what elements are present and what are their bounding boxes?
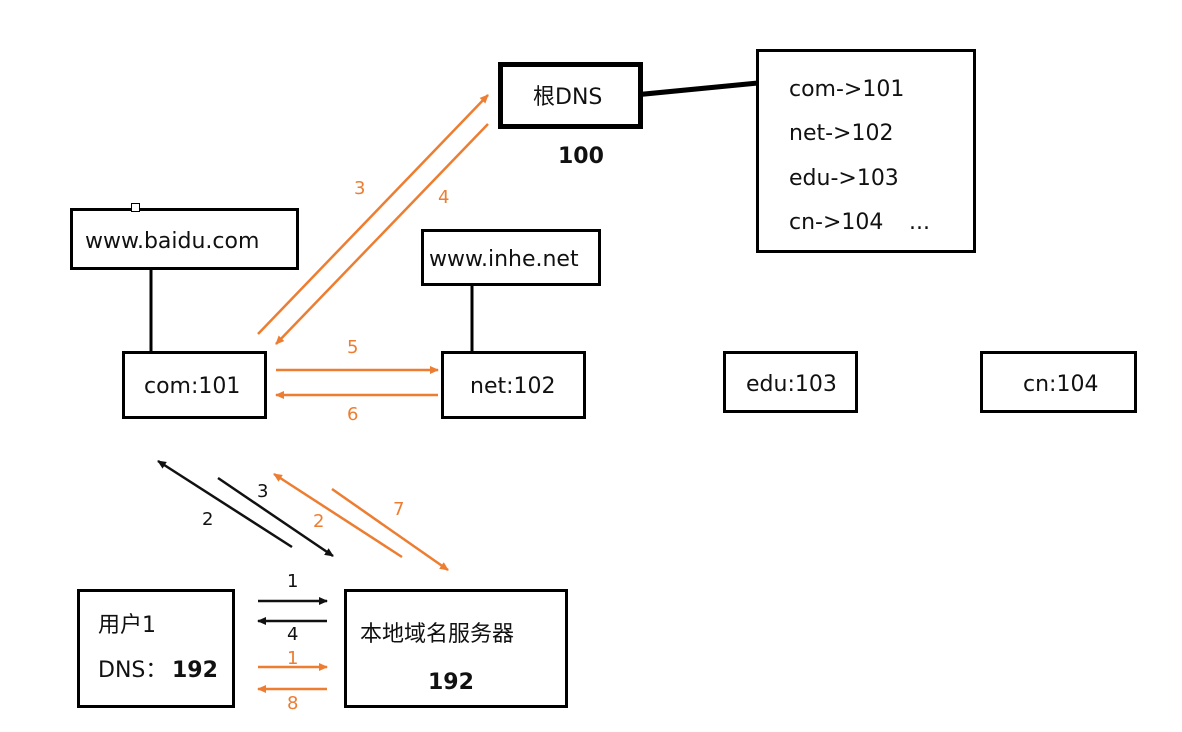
- step-label-black-4: 4: [287, 624, 299, 645]
- com-server-label: com:101: [144, 374, 241, 399]
- step-label-black-1: 1: [287, 571, 299, 592]
- user-dns-label: DNS：: [98, 658, 168, 683]
- root-to-table-line: [623, 80, 759, 99]
- mapping-more: ...: [909, 210, 930, 235]
- mapping-row-cn: cn->104: [789, 210, 884, 235]
- local-dns-label: 本地域名服务器: [360, 622, 515, 647]
- edu-server-box: edu:103: [723, 351, 858, 413]
- baidu-host-box: www.baidu.com: [70, 208, 299, 270]
- root-mapping-table: com->101 net->102 edu->103 cn->104 ...: [756, 49, 976, 253]
- mapping-row-com: com->101: [789, 77, 905, 102]
- net-server-box: net:102: [441, 351, 586, 419]
- step-label-black-2: 2: [202, 509, 214, 530]
- step-label-orange-7: 7: [393, 499, 405, 520]
- user-dns-value: 192: [172, 658, 218, 683]
- inhe-host-label: www.inhe.net: [429, 247, 579, 272]
- step-label-orange-1: 1: [287, 648, 299, 669]
- root-dns-label: 根DNS: [533, 85, 603, 110]
- root-dns-ip: 100: [558, 144, 604, 169]
- root-dns-box: 根DNS: [498, 62, 643, 129]
- cn-server-label: cn:104: [1023, 372, 1099, 397]
- arrow-black-step-3-to-local: [217, 476, 334, 558]
- cn-server-box: cn:104: [980, 351, 1137, 413]
- mapping-row-net: net->102: [789, 121, 894, 146]
- arrow-black-step-2-to-com: [157, 459, 293, 549]
- local-dns-box: 本地域名服务器 192: [344, 589, 568, 708]
- step-label-orange-8: 8: [287, 693, 299, 714]
- arrow-step-4-root-to-com: [275, 123, 489, 345]
- local-dns-ip: 192: [428, 670, 474, 695]
- user-box: 用户1 DNS： 192: [77, 589, 235, 708]
- resize-handle[interactable]: [131, 203, 140, 212]
- step-label-black-3: 3: [257, 481, 269, 502]
- arrow-orange-step-2-to-com: [273, 472, 403, 559]
- step-label-orange-6: 6: [347, 404, 359, 425]
- baidu-host-label: www.baidu.com: [85, 229, 260, 254]
- mapping-row-edu: edu->103: [789, 166, 899, 191]
- inhe-host-box: www.inhe.net: [421, 229, 601, 286]
- arrow-step-3-com-to-root: [257, 94, 489, 335]
- user-name: 用户1: [98, 613, 156, 638]
- net-server-label: net:102: [470, 374, 556, 399]
- step-label-orange-5: 5: [347, 337, 359, 358]
- edu-server-label: edu:103: [746, 372, 837, 397]
- step-label-orange-3: 3: [354, 178, 366, 199]
- step-label-orange-4: 4: [438, 187, 450, 208]
- step-label-orange-2: 2: [313, 511, 325, 532]
- com-server-box: com:101: [122, 351, 267, 419]
- arrow-orange-step-7-to-local: [331, 487, 449, 572]
